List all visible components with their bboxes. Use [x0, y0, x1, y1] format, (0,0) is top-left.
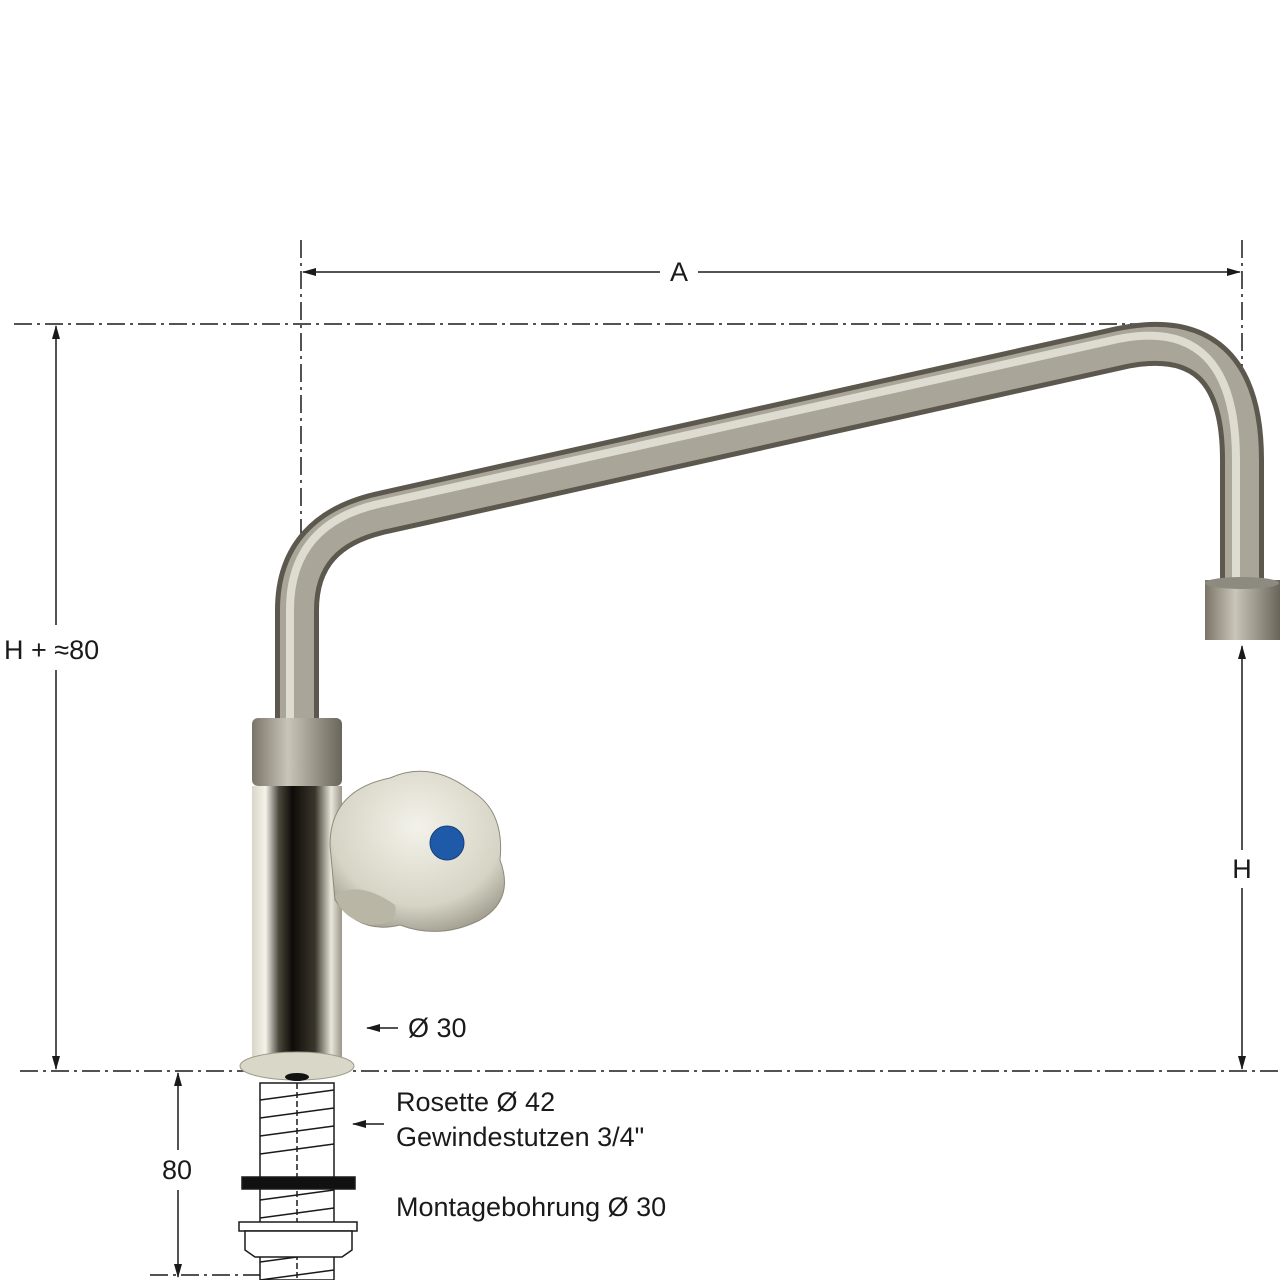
- thread-label: Gewindestutzen 3/4": [396, 1122, 644, 1152]
- spout: [275, 322, 1280, 730]
- aerator-nozzle: [1205, 580, 1280, 640]
- thread-stud: [238, 1082, 358, 1280]
- dim-80-label: 80: [162, 1155, 192, 1185]
- body-diameter-label: Ø 30: [408, 1013, 467, 1043]
- swivel-nut: [252, 718, 342, 786]
- handle-knob: [329, 770, 505, 932]
- cold-water-indicator-icon: [429, 825, 465, 861]
- flat-washer: [238, 1221, 358, 1232]
- lock-nut: [244, 1230, 353, 1258]
- mounting-washer: [241, 1176, 356, 1190]
- dim-a-label: A: [670, 257, 688, 287]
- faucet-body: [239, 718, 505, 1081]
- dim-total-height-label: H + ≈80: [4, 635, 99, 665]
- center-lines: [14, 240, 1280, 1276]
- mounting-hole-label: Montagebohrung Ø 30: [396, 1192, 666, 1222]
- rosette-label: Rosette Ø 42: [396, 1087, 555, 1117]
- dim-h-label: H: [1232, 854, 1252, 884]
